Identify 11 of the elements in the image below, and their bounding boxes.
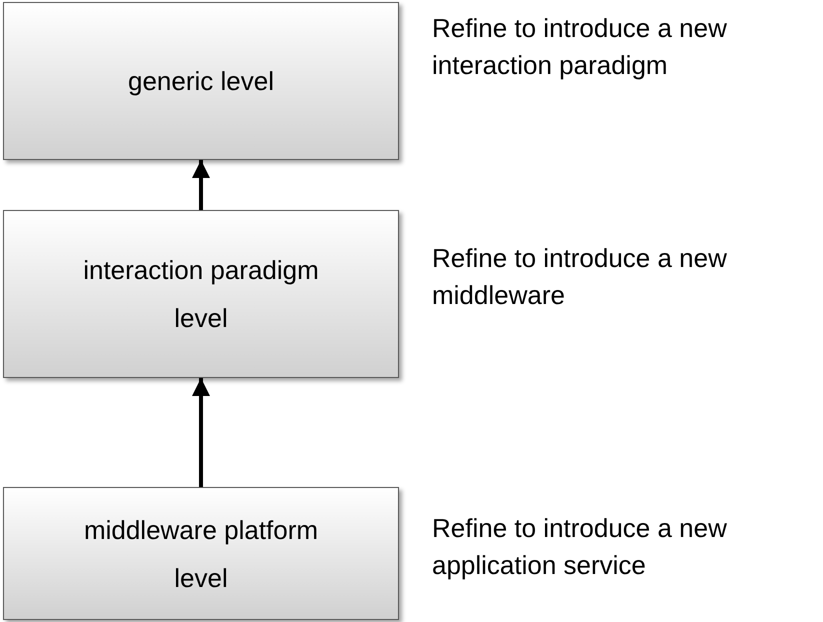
level-box (3, 2, 399, 160)
arrow (192, 160, 210, 210)
level-label: middleware platform level (82, 514, 320, 594)
level-box (3, 487, 399, 620)
refinement-note: Refine to introduce a new interaction paradigm (432, 12, 728, 82)
level-label: generic level (127, 65, 275, 98)
refinement-note: Refine to introduce a new application service (432, 512, 728, 582)
refinement-note: Refine to introduce a new middleware (432, 242, 728, 312)
level-box (3, 210, 399, 378)
level-label: interaction paradigm level (82, 254, 320, 335)
arrow (192, 378, 210, 487)
